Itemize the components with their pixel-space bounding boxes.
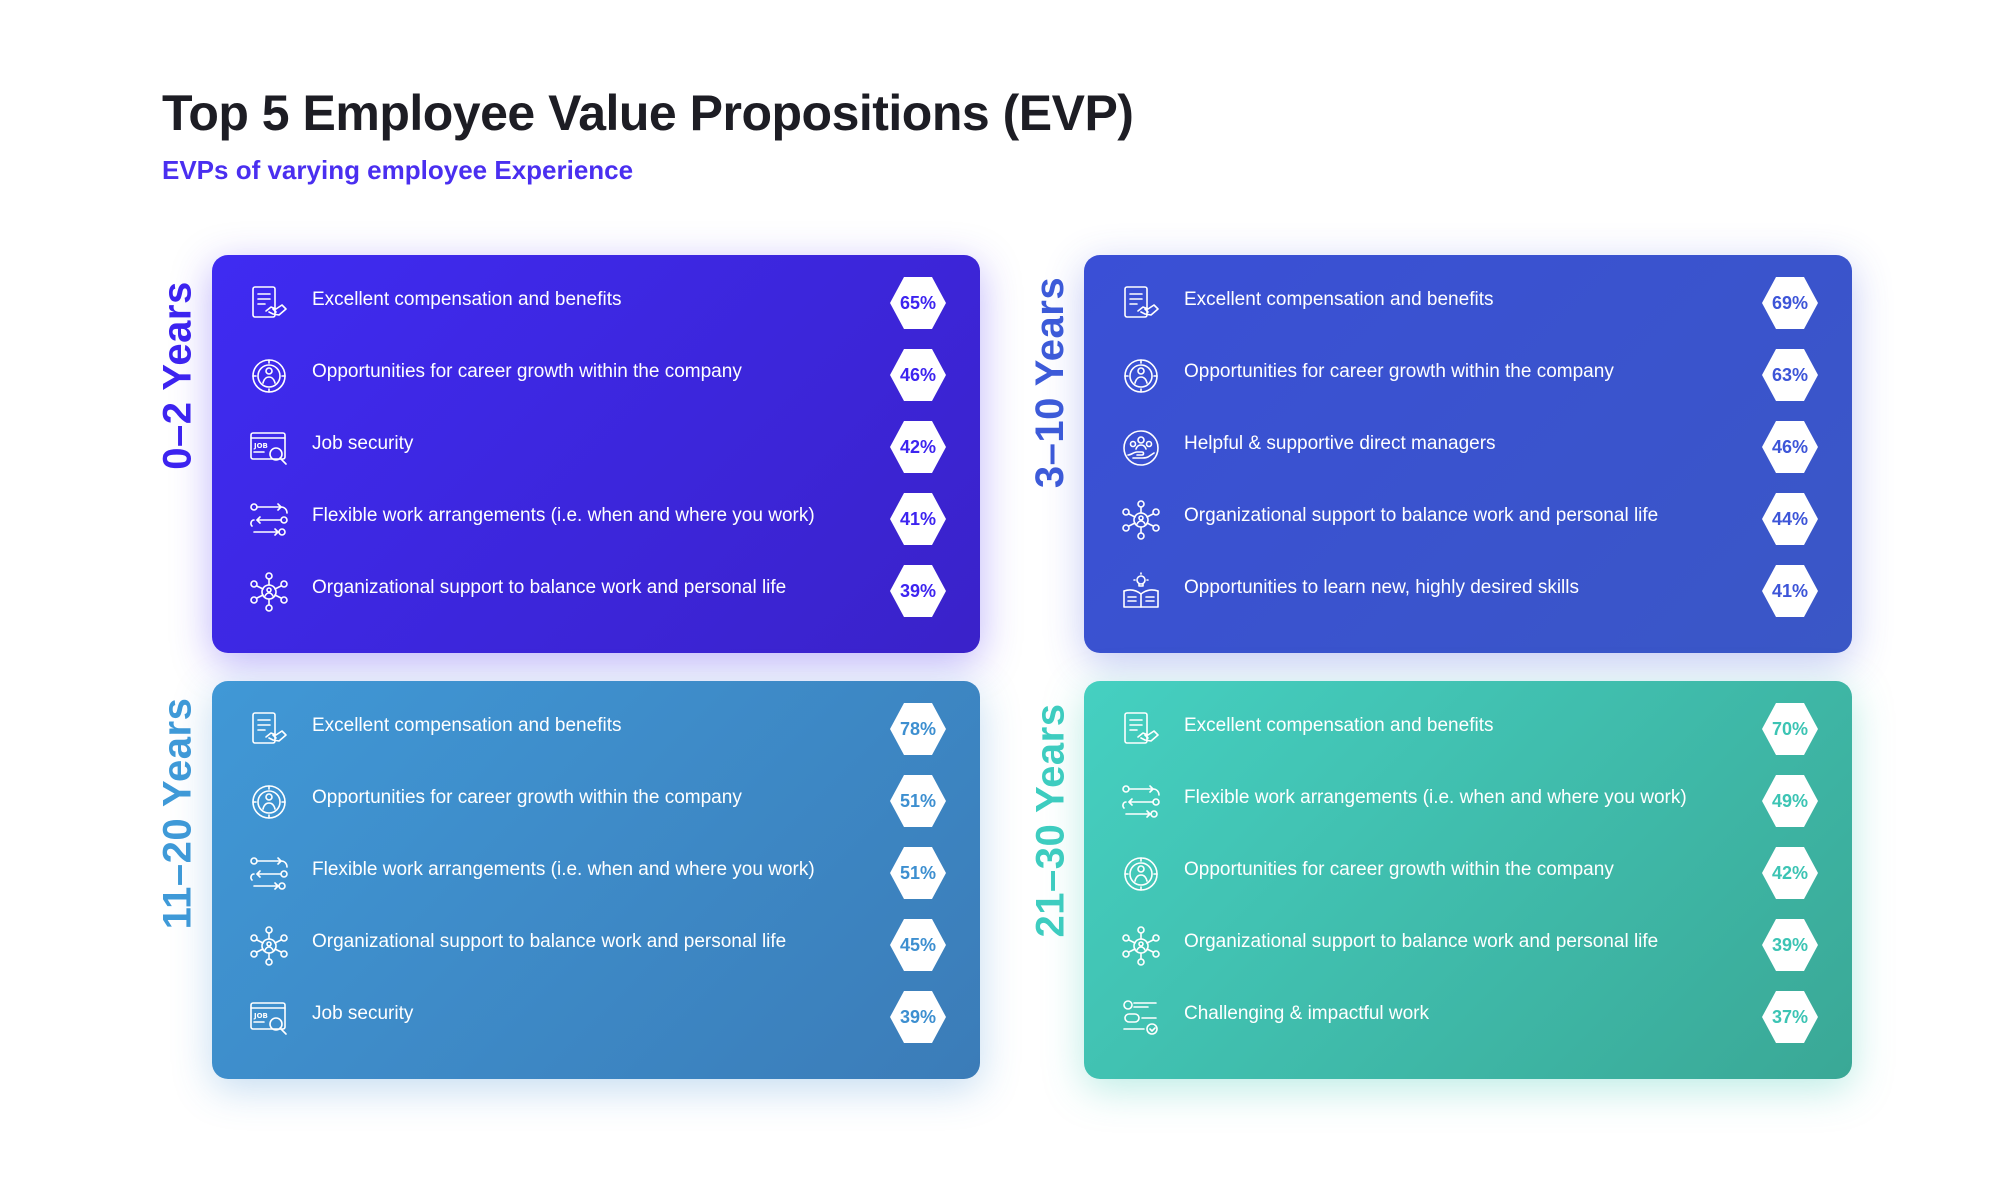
- evp-label: Opportunities for career growth within t…: [1184, 859, 1614, 880]
- flexible-workflow-icon: [248, 499, 290, 541]
- evp-row: JOB Job security 42%: [212, 409, 980, 481]
- evp-label: Organizational support to balance work a…: [1184, 505, 1659, 526]
- network-balance-icon: [1120, 499, 1162, 541]
- percentage-badge: 51%: [890, 775, 946, 827]
- contract-handshake-icon: [248, 709, 290, 751]
- evp-label: Organizational support to balance work a…: [1184, 931, 1659, 952]
- evp-row: Flexible work arrangements (i.e. when an…: [1084, 763, 1852, 835]
- evp-label: Opportunities for career growth within t…: [312, 787, 742, 808]
- flexible-workflow-icon: [248, 853, 290, 895]
- percentage-badge: 41%: [1762, 565, 1818, 617]
- evp-panel-11-20-years: Excellent compensation and benefits 78% Op…: [212, 681, 980, 1079]
- percentage-badge: 45%: [890, 919, 946, 971]
- supportive-manager-icon: [1120, 427, 1162, 469]
- percentage-badge: 46%: [1762, 421, 1818, 473]
- evp-row: Opportunities for career growth within t…: [212, 763, 980, 835]
- career-growth-icon: [1120, 853, 1162, 895]
- percentage-badge: 41%: [890, 493, 946, 545]
- learning-book-icon: [1120, 571, 1162, 613]
- percentage-badge: 49%: [1762, 775, 1818, 827]
- contract-handshake-icon: [248, 283, 290, 325]
- evp-row: Opportunities for career growth within t…: [1084, 835, 1852, 907]
- evp-row: Opportunities for career growth within t…: [212, 337, 980, 409]
- career-growth-icon: [248, 355, 290, 397]
- network-balance-icon: [1120, 925, 1162, 967]
- group-label-text: 11–20 Years: [155, 697, 200, 929]
- evp-row: Helpful & supportive direct managers 46%: [1084, 409, 1852, 481]
- evp-label: Organizational support to balance work a…: [312, 931, 787, 952]
- evp-label: Opportunities for career growth within t…: [312, 361, 742, 382]
- percentage-badge: 46%: [890, 349, 946, 401]
- network-balance-icon: [248, 925, 290, 967]
- percentage-badge: 65%: [890, 277, 946, 329]
- evp-label: Job security: [312, 1003, 414, 1024]
- percentage-badge: 42%: [890, 421, 946, 473]
- percentage-badge: 42%: [1762, 847, 1818, 899]
- evp-label: Excellent compensation and benefits: [312, 289, 622, 310]
- group-label-text: 3–10 Years: [1028, 276, 1073, 488]
- evp-label: Excellent compensation and benefits: [1184, 289, 1494, 310]
- percentage-badge: 39%: [890, 565, 946, 617]
- evp-panel-21-30-years: Excellent compensation and benefits 70% Fl…: [1084, 681, 1852, 1079]
- career-growth-icon: [248, 781, 290, 823]
- evp-row: Excellent compensation and benefits 65%: [212, 265, 980, 337]
- evp-row: Opportunities to learn new, highly desir…: [1084, 553, 1852, 625]
- evp-row: Organizational support to balance work a…: [1084, 907, 1852, 979]
- percentage-badge: 63%: [1762, 349, 1818, 401]
- percentage-badge: 69%: [1762, 277, 1818, 329]
- flexible-workflow-icon: [1120, 781, 1162, 823]
- evp-label: Excellent compensation and benefits: [312, 715, 622, 736]
- evp-row: Organizational support to balance work a…: [212, 907, 980, 979]
- evp-panel-3-10-years: Excellent compensation and benefits 69% Op…: [1084, 255, 1852, 653]
- svg-text:JOB: JOB: [253, 1012, 268, 1020]
- percentage-badge: 44%: [1762, 493, 1818, 545]
- group-label-text: 0–2 Years: [155, 280, 200, 470]
- evp-row: Opportunities for career growth within t…: [1084, 337, 1852, 409]
- evp-row: Challenging & impactful work 37%: [1084, 979, 1852, 1051]
- group-label-21-30-years: 21–30 Years: [1028, 700, 1073, 940]
- career-growth-icon: [1120, 355, 1162, 397]
- evp-row: Organizational support to balance work a…: [1084, 481, 1852, 553]
- percentage-badge: 51%: [890, 847, 946, 899]
- evp-label: Flexible work arrangements (i.e. when an…: [312, 859, 815, 880]
- group-label-text: 21–30 Years: [1028, 703, 1073, 937]
- evp-label: Flexible work arrangements (i.e. when an…: [312, 505, 815, 526]
- group-label-3-10-years: 3–10 Years: [1028, 262, 1073, 502]
- evp-label: Helpful & supportive direct managers: [1184, 433, 1496, 454]
- evp-label: Job security: [312, 433, 414, 454]
- evp-label: Organizational support to balance work a…: [312, 577, 787, 598]
- page-subtitle: EVPs of varying employee Experience: [162, 155, 634, 185]
- contract-handshake-icon: [1120, 709, 1162, 751]
- percentage-badge: 78%: [890, 703, 946, 755]
- evp-label: Opportunities to learn new, highly desir…: [1184, 577, 1579, 598]
- evp-label: Flexible work arrangements (i.e. when an…: [1184, 787, 1687, 808]
- evp-label: Excellent compensation and benefits: [1184, 715, 1494, 736]
- group-label-0-2-years: 0–2 Years: [155, 255, 200, 495]
- evp-row: Flexible work arrangements (i.e. when an…: [212, 835, 980, 907]
- percentage-badge: 39%: [1762, 919, 1818, 971]
- evp-row: Excellent compensation and benefits 70%: [1084, 691, 1852, 763]
- evp-label: Challenging & impactful work: [1184, 1003, 1430, 1024]
- page-title: Top 5 Employee Value Propositions (EVP): [162, 85, 1134, 141]
- challenging-work-icon: [1120, 997, 1162, 1039]
- evp-row: Flexible work arrangements (i.e. when an…: [212, 481, 980, 553]
- evp-panel-0-2-years: Excellent compensation and benefits 65% Op…: [212, 255, 980, 653]
- contract-handshake-icon: [1120, 283, 1162, 325]
- evp-row: Excellent compensation and benefits 78%: [212, 691, 980, 763]
- evp-label: Opportunities for career growth within t…: [1184, 361, 1614, 382]
- percentage-badge: 37%: [1762, 991, 1818, 1043]
- percentage-badge: 70%: [1762, 703, 1818, 755]
- percentage-badge: 39%: [890, 991, 946, 1043]
- evp-row: Organizational support to balance work a…: [212, 553, 980, 625]
- network-balance-icon: [248, 571, 290, 613]
- evp-row: Excellent compensation and benefits 69%: [1084, 265, 1852, 337]
- evp-row: JOB Job security 39%: [212, 979, 980, 1051]
- job-search-icon: JOB: [248, 997, 290, 1039]
- group-label-11-20-years: 11–20 Years: [155, 693, 200, 933]
- svg-text:JOB: JOB: [253, 442, 268, 450]
- job-search-icon: JOB: [248, 427, 290, 469]
